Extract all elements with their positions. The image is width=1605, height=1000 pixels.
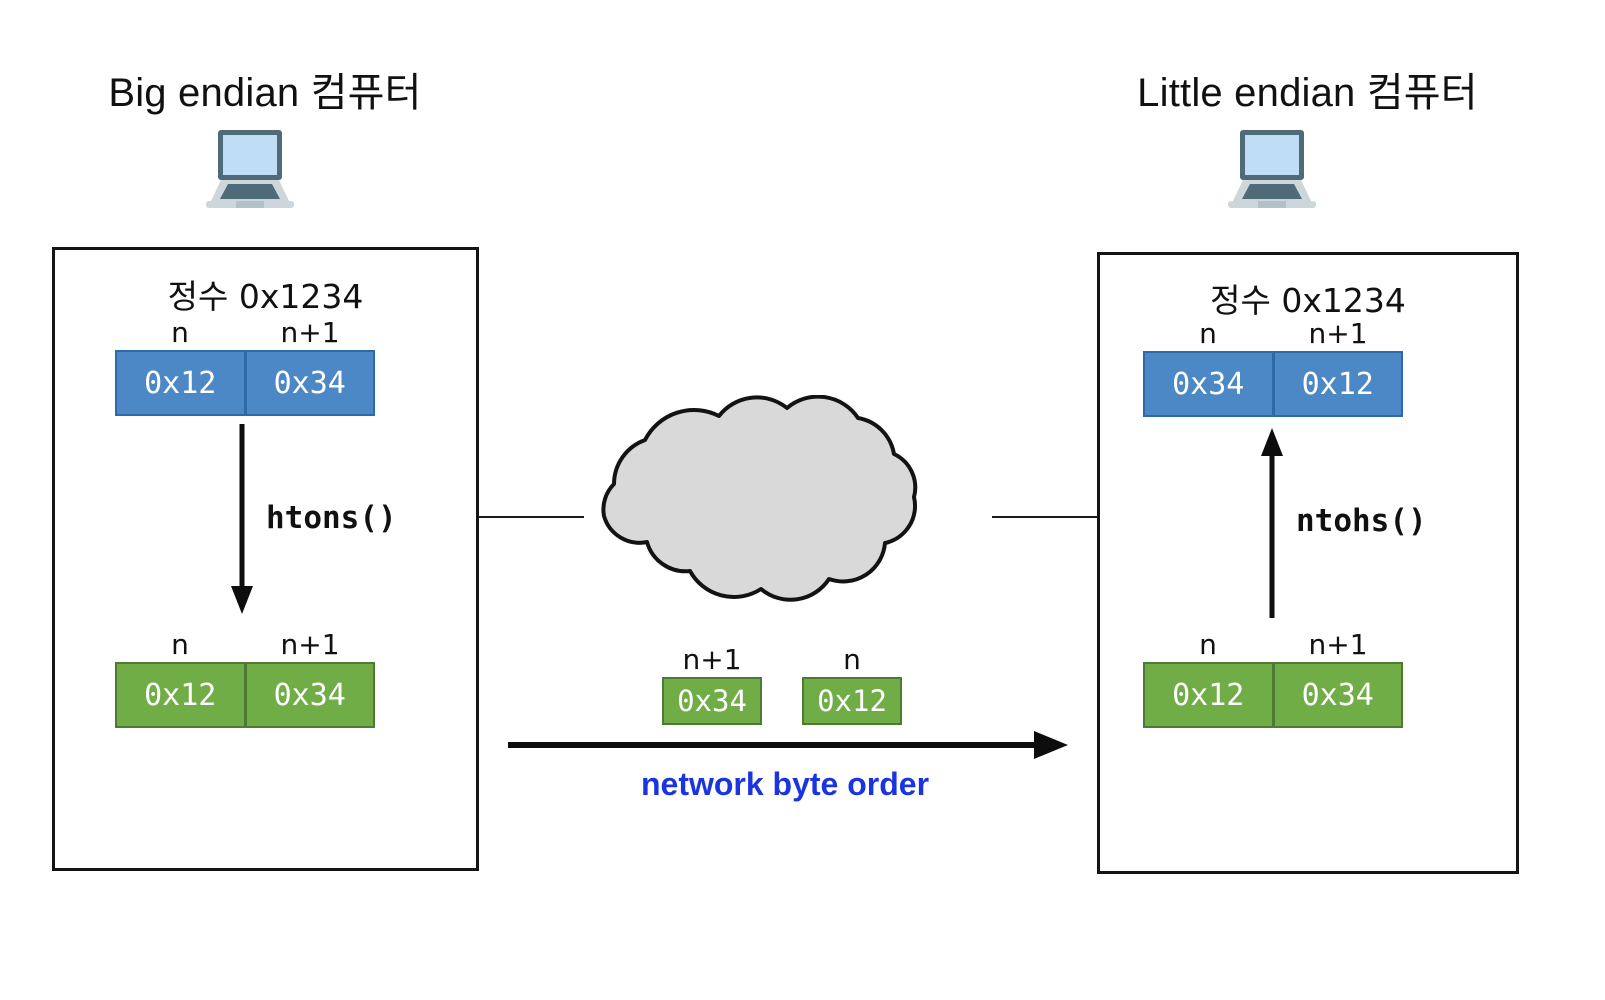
byte-cells: 0x12 0x34 bbox=[1143, 662, 1403, 728]
byte-label-n: n bbox=[171, 628, 189, 661]
laptop-icon bbox=[1228, 130, 1316, 208]
left-host-memory-green: n n+1 0x12 0x34 bbox=[115, 630, 375, 728]
byte-address-labels: n n+1 bbox=[1143, 319, 1403, 351]
arrow-right-icon bbox=[508, 731, 1068, 759]
byte-label-n1: n+1 bbox=[1308, 628, 1368, 661]
wire-byte-label: n+1 bbox=[682, 643, 742, 676]
network-byte-order-label: network byte order bbox=[640, 766, 930, 802]
byte-cell-n1: 0x12 bbox=[1273, 351, 1403, 417]
wire-byte-value: 0x34 bbox=[662, 677, 762, 725]
ntohs-label: ntohs() bbox=[1296, 503, 1427, 539]
arrow-down-icon bbox=[231, 424, 253, 614]
laptop-icon bbox=[206, 130, 294, 208]
cloud-icon bbox=[601, 395, 918, 602]
big-endian-title: Big endian 컴퓨터 bbox=[108, 71, 422, 115]
byte-cell-n: 0x12 bbox=[115, 350, 246, 416]
left-host-heading: 정수 0x1234 bbox=[167, 277, 364, 316]
wire-byte-box: n+1 0x34 bbox=[662, 645, 762, 725]
wire-byte-value: 0x12 bbox=[802, 677, 902, 725]
wire-byte-box: n 0x12 bbox=[802, 645, 902, 725]
htons-label: htons() bbox=[266, 500, 397, 536]
byte-cells: 0x34 0x12 bbox=[1143, 351, 1403, 417]
byte-label-n: n bbox=[1199, 317, 1217, 350]
network-wire-left bbox=[478, 516, 584, 518]
byte-label-n1: n+1 bbox=[280, 316, 340, 349]
byte-cell-n: 0x12 bbox=[115, 662, 246, 728]
right-host-heading: 정수 0x1234 bbox=[1210, 281, 1406, 320]
byte-label-n: n bbox=[1199, 628, 1217, 661]
wire-byte-label: n bbox=[843, 643, 861, 676]
byte-cell-n: 0x12 bbox=[1143, 662, 1274, 728]
network-wire-right bbox=[992, 516, 1098, 518]
byte-cells: 0x12 0x34 bbox=[115, 350, 375, 416]
byte-cell-n1: 0x34 bbox=[1273, 662, 1403, 728]
left-host-memory-blue: n n+1 0x12 0x34 bbox=[115, 318, 375, 416]
byte-address-labels: n n+1 bbox=[1143, 630, 1403, 662]
byte-label-n1: n+1 bbox=[1308, 317, 1368, 350]
byte-cell-n1: 0x34 bbox=[245, 662, 375, 728]
byte-address-labels: n n+1 bbox=[115, 630, 375, 662]
byte-cells: 0x12 0x34 bbox=[115, 662, 375, 728]
byte-cell-n: 0x34 bbox=[1143, 351, 1274, 417]
byte-address-labels: n n+1 bbox=[115, 318, 375, 350]
right-host-memory-blue: n n+1 0x34 0x12 bbox=[1143, 319, 1403, 417]
byte-cell-n1: 0x34 bbox=[245, 350, 375, 416]
byte-label-n1: n+1 bbox=[280, 628, 340, 661]
little-endian-title: Little endian 컴퓨터 bbox=[1137, 71, 1478, 115]
byte-label-n: n bbox=[171, 316, 189, 349]
arrow-up-icon bbox=[1261, 428, 1283, 618]
right-host-memory-green: n n+1 0x12 0x34 bbox=[1143, 630, 1403, 728]
